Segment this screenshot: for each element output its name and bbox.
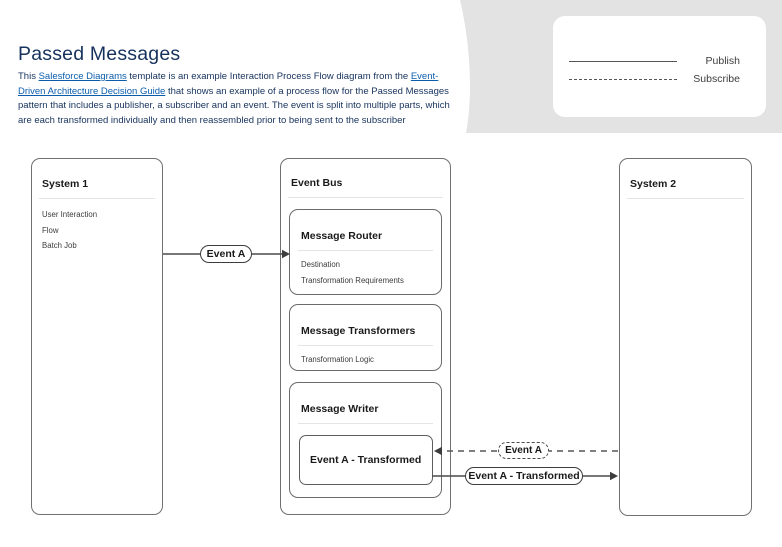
intro-text: template is an example Interaction Proce… — [126, 71, 411, 82]
link-salesforce-diagrams[interactable]: Salesforce Diagrams — [38, 71, 127, 82]
system1-item-batch-job: Batch Job — [42, 241, 77, 250]
legend-row-publish: Publish — [569, 52, 748, 70]
divider — [298, 250, 433, 251]
event-a-transformed-box: Event A - Transformed — [299, 435, 433, 485]
event-a-pill-subscribe: Event A — [498, 442, 549, 459]
event-a-pill-subscribe-label: Event A — [505, 445, 542, 456]
page-title: Passed Messages — [18, 43, 181, 65]
divider — [298, 345, 433, 346]
divider — [39, 198, 155, 199]
message-writer-title: Message Writer — [301, 403, 379, 415]
event-a-transformed-box-label: Event A - Transformed — [310, 454, 422, 466]
event-a-pill-publish-label: Event A — [206, 248, 246, 260]
system2-frame: System 2 — [619, 158, 752, 516]
message-writer-frame: Message Writer Event A - Transformed — [289, 382, 442, 498]
divider — [298, 423, 433, 424]
legend-subscribe-line-icon — [569, 78, 677, 80]
intro-text: that shows an example of a process flow … — [18, 85, 450, 126]
arrowhead-right-icon — [610, 471, 618, 481]
divider — [627, 198, 744, 199]
legend-subscribe-label: Subscribe — [693, 73, 740, 85]
message-transformers-frame: Message Transformers Transformation Logi… — [289, 304, 442, 371]
legend-publish-label: Publish — [705, 55, 740, 67]
intro-text: This — [18, 71, 39, 82]
event-bus-frame: Event Bus Message Router Destination Tra… — [280, 158, 451, 515]
system1-title: System 1 — [42, 178, 89, 190]
event-a-pill-publish: Event A — [200, 245, 252, 263]
event-a-transformed-pill: Event A - Transformed — [465, 467, 583, 485]
system1-frame: System 1 User Interaction Flow Batch Job — [31, 158, 163, 515]
message-router-item-transformation-requirements: Transformation Requirements — [301, 275, 404, 285]
divider — [288, 197, 443, 198]
event-bus-title: Event Bus — [291, 177, 343, 189]
message-router-frame: Message Router Destination Transformatio… — [289, 209, 442, 295]
legend-publish-line-icon — [569, 60, 677, 62]
message-router-title: Message Router — [301, 230, 383, 242]
message-transformers-title: Message Transformers — [301, 325, 416, 337]
link-event-driven-architecture-guide[interactable]: Event-Driven Architecture Decision Guide — [18, 71, 439, 97]
event-a-transformed-pill-label: Event A - Transformed — [468, 470, 580, 482]
system2-title: System 2 — [630, 178, 677, 190]
legend-panel: Publish Subscribe — [553, 16, 766, 117]
system1-item-flow: Flow — [42, 225, 59, 235]
message-transformers-item-transformation-logic: Transformation Logic — [301, 355, 374, 364]
legend-row-subscribe: Subscribe — [569, 70, 748, 88]
intro-paragraph: This Salesforce Diagrams template is an … — [18, 70, 462, 128]
system1-item-user-interaction: User Interaction — [42, 210, 98, 219]
message-router-item-destination: Destination — [301, 260, 341, 269]
